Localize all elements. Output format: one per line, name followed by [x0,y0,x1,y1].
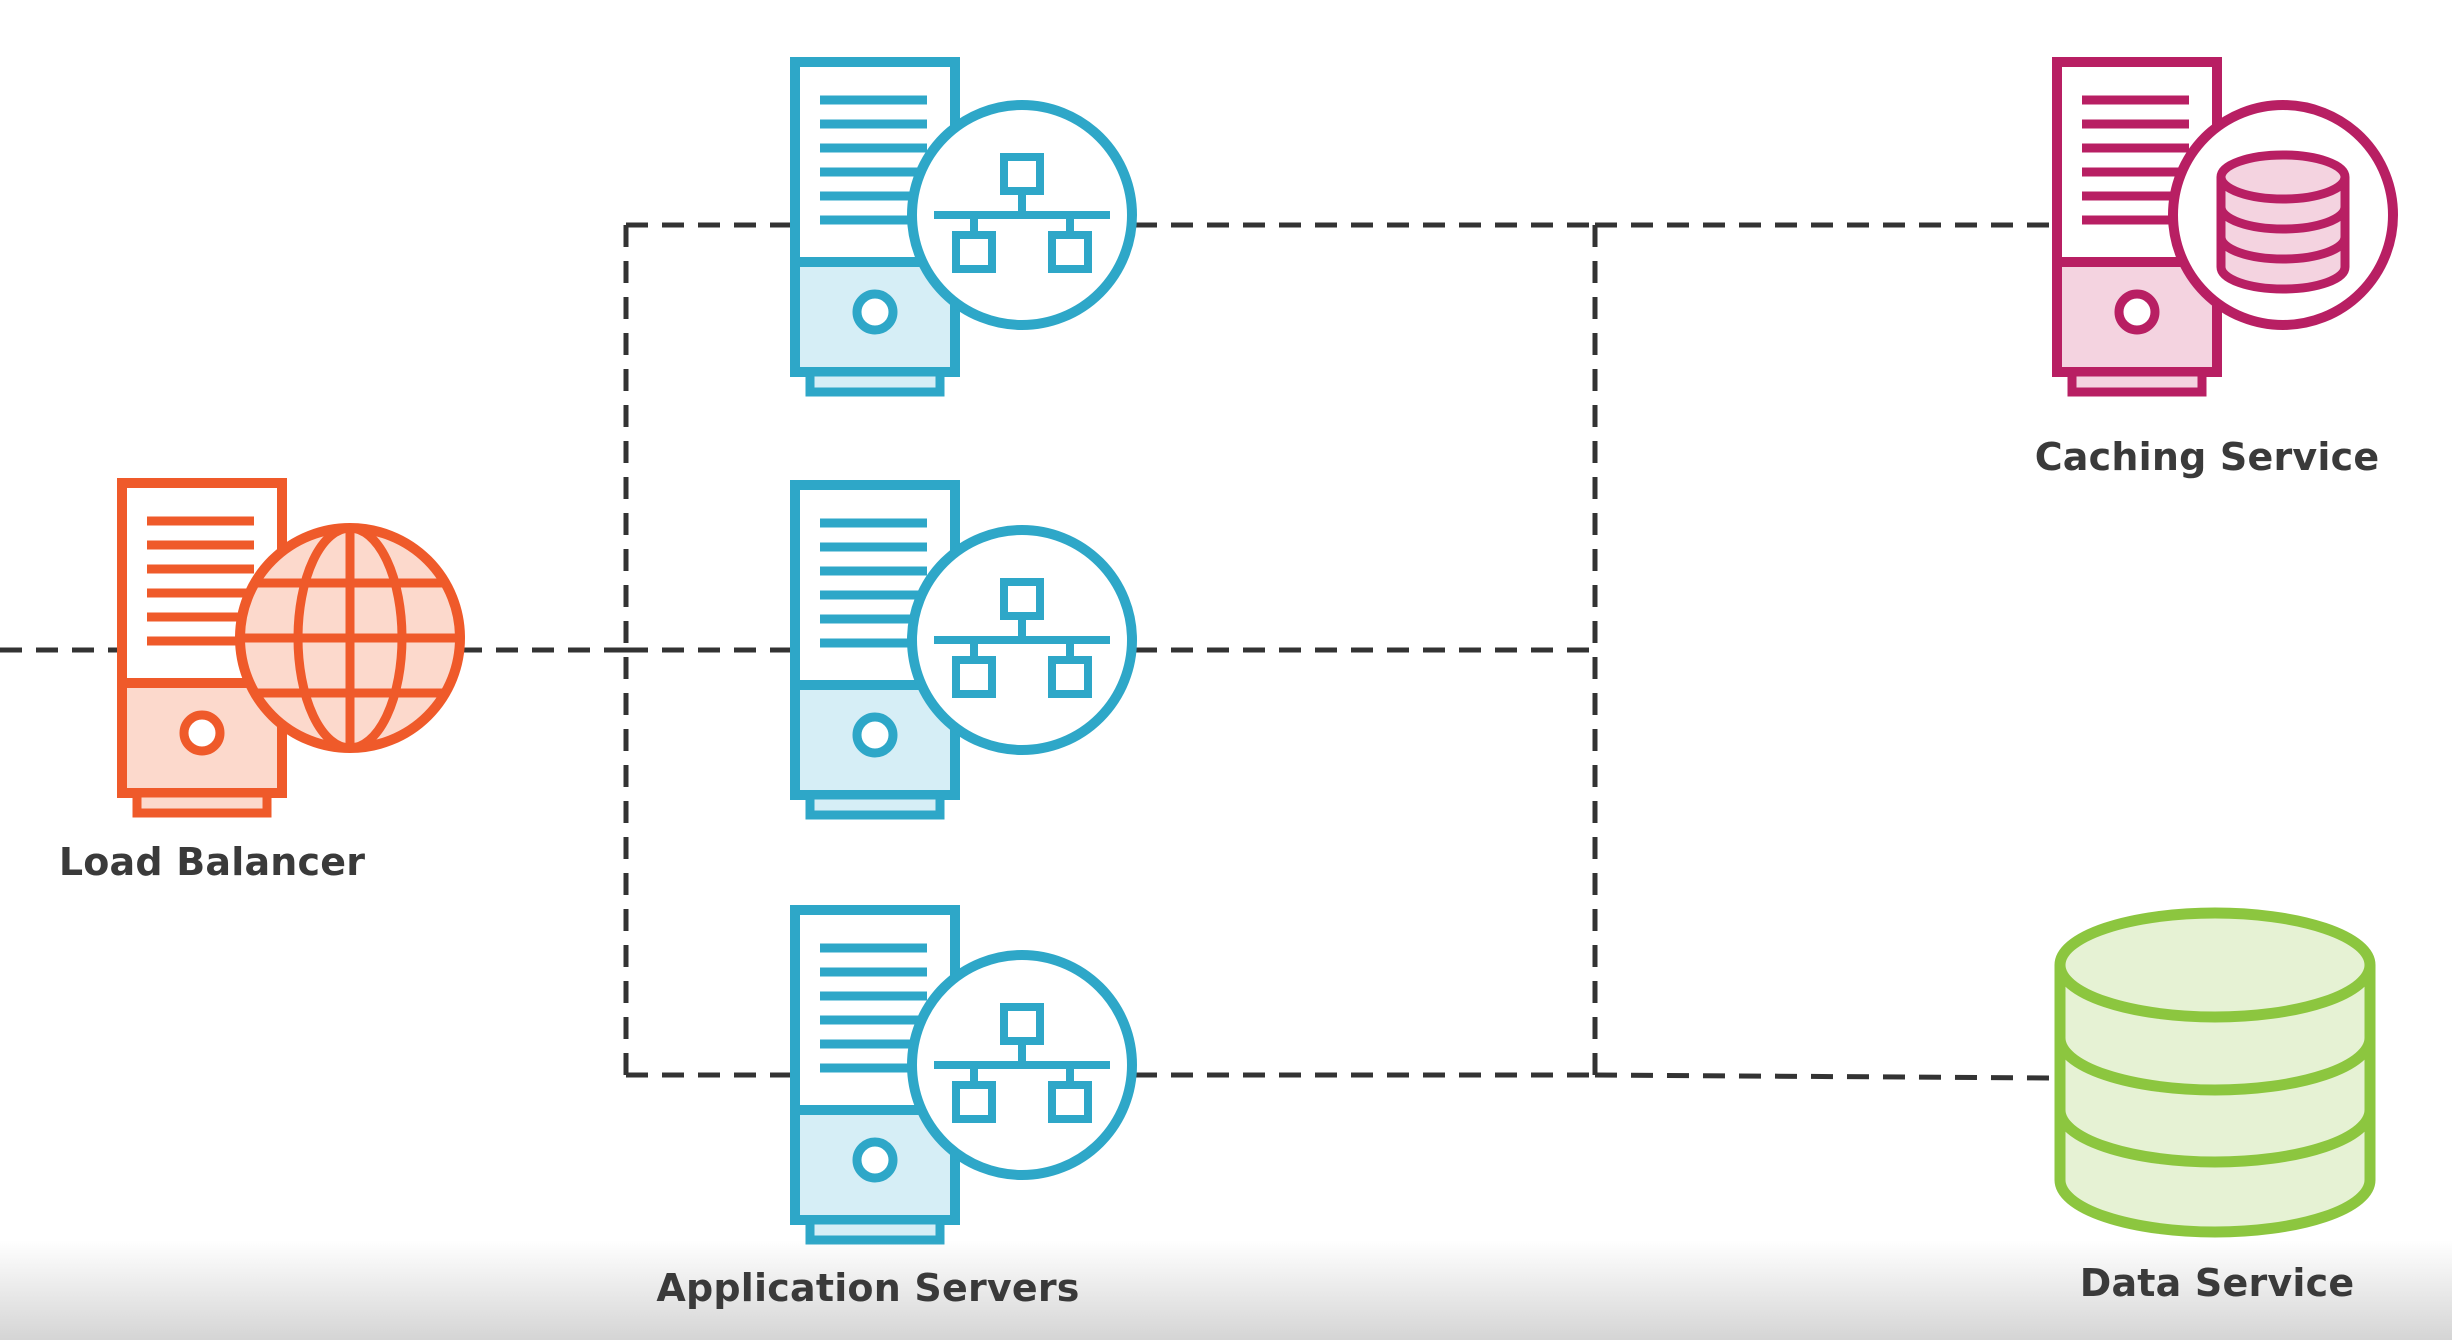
server-network-icon [795,62,1132,392]
server-network-icon [795,485,1132,815]
server-network-icon [795,910,1132,1240]
connectors [0,222,2051,1081]
connector-to-data [1594,1072,2051,1081]
server-globe-icon [122,483,465,813]
load-balancer-label: Load Balancer [58,840,366,884]
caching-service-node[interactable] [2057,62,2398,392]
data-service-node[interactable] [2054,907,2376,1238]
application-server-2[interactable] [795,485,1132,815]
load-balancer-node[interactable] [122,483,465,813]
application-servers-label: Application Servers [656,1266,1080,1310]
application-server-1[interactable] [795,62,1132,392]
application-server-3[interactable] [795,910,1132,1240]
bottom-shade [0,1240,2452,1340]
data-service-label: Data Service [2079,1261,2355,1305]
server-database-icon [2057,62,2398,392]
caching-service-label: Caching Service [2034,435,2380,479]
database-icon [2054,907,2376,1238]
